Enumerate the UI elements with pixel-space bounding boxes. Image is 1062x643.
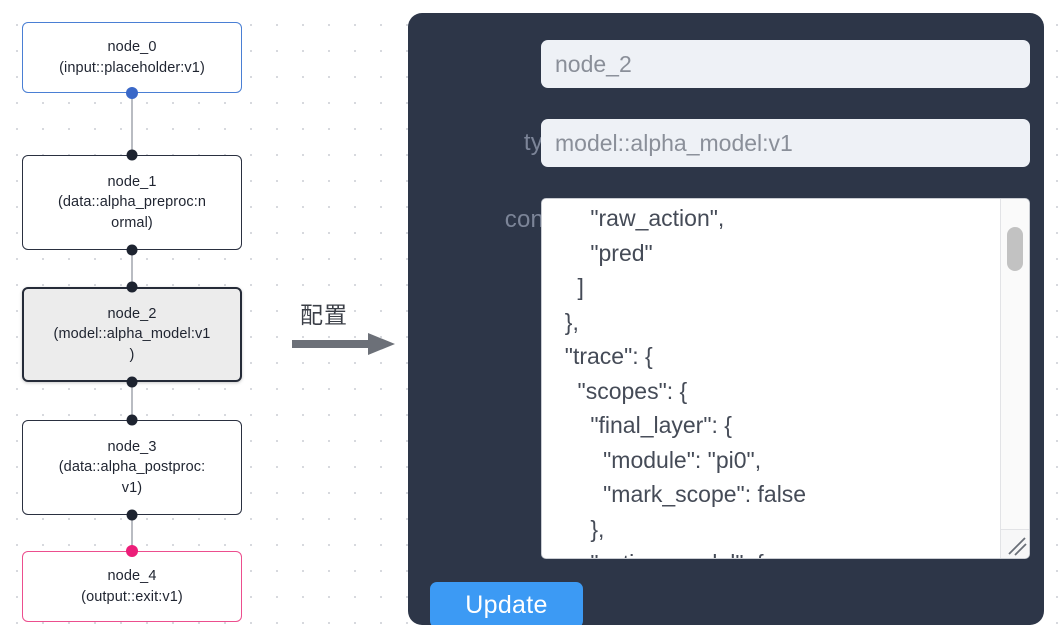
node-subtitle-line-2: v1) [121,479,143,496]
port-node_4-input[interactable] [126,545,138,557]
edge-node1-node2 [131,250,133,287]
type-input[interactable] [541,119,1030,167]
graph-node-node_1[interactable]: node_1 (data::alpha_preproc:n ormal) [22,155,242,250]
config-scrollbar-thumb[interactable] [1007,227,1023,271]
node-subtitle-line-2: ormal) [111,214,153,231]
edge-node2-node3 [131,382,133,420]
node-title: node_4 [107,567,157,584]
edge-node3-node4 [131,515,133,551]
edge-node0-node1 [131,93,133,155]
port-node_3-output[interactable] [126,509,138,521]
node-subtitle: (output::exit:v1) [81,588,183,605]
node-subtitle-line-1: (data::alpha_postproc: [58,459,206,476]
arrow-right-icon [292,333,395,355]
port-node_1-input[interactable] [126,149,138,161]
annotation-group: 配置 [292,296,402,366]
graph-node-node_2[interactable]: node_2 (model::alpha_model:v1 ) [22,287,242,382]
node-subtitle: (input::placeholder:v1) [59,59,205,76]
port-node_1-output[interactable] [126,244,138,256]
node-subtitle-line-1: (data::alpha_preproc:n [57,194,207,211]
node-inspector-panel: ID type config "raw_action", "pred" ] },… [408,13,1044,625]
node-title: node_3 [107,438,157,455]
annotation-label: 配置 [300,302,348,328]
port-node_0-output[interactable] [126,87,138,99]
graph-canvas[interactable]: node_0 (input::placeholder:v1) node_1 (d… [0,0,400,643]
id-input[interactable] [541,40,1030,88]
node-subtitle-line-2: ) [129,346,135,363]
node-title: node_2 [107,305,157,322]
config-textarea[interactable]: "raw_action", "pred" ] }, "trace": { "sc… [542,199,1000,558]
graph-node-node_0[interactable]: node_0 (input::placeholder:v1) [22,22,242,93]
config-textarea-wrapper[interactable]: "raw_action", "pred" ] }, "trace": { "sc… [541,198,1030,559]
port-node_3-input[interactable] [126,414,138,426]
resize-handle-icon[interactable] [1001,529,1029,558]
port-node_2-output[interactable] [126,376,138,388]
graph-node-node_3[interactable]: node_3 (data::alpha_postproc: v1) [22,420,242,515]
node-title: node_1 [107,173,157,190]
node-subtitle-line-1: (model::alpha_model:v1 [53,326,211,343]
config-scrollbar[interactable] [1000,199,1029,558]
port-node_2-input[interactable] [126,281,138,293]
node-title: node_0 [107,38,157,55]
update-button[interactable]: Update [430,582,583,625]
graph-node-node_4[interactable]: node_4 (output::exit:v1) [22,551,242,622]
